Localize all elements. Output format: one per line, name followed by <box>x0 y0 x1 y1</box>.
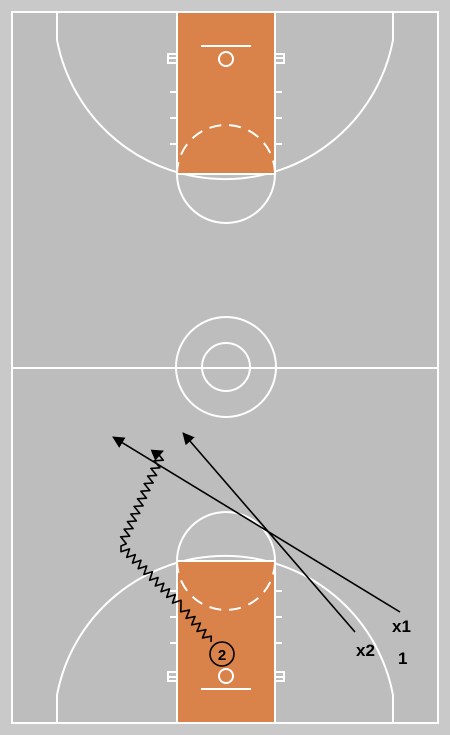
player-2-label: 2 <box>218 647 226 664</box>
player-2-ring <box>209 641 235 667</box>
player-1-label: 1 <box>398 649 407 668</box>
bottom-three-point-line <box>56 554 394 723</box>
top-half-court <box>56 11 394 224</box>
play-actions <box>112 432 401 643</box>
top-three-point-line <box>56 12 394 181</box>
x2-cut-arrow <box>182 432 356 633</box>
center-circle-inner <box>201 342 251 392</box>
dribble-path <box>119 449 213 643</box>
top-rim <box>218 51 234 67</box>
center-court <box>12 316 438 418</box>
top-free-throw-circle-dashed <box>176 124 276 175</box>
defender-x1-label: x1 <box>392 617 411 636</box>
defender-x2-label: x2 <box>356 641 375 660</box>
center-circle-outer <box>175 316 277 418</box>
player-2: 2 <box>209 641 235 667</box>
bottom-free-throw-circle-dashed <box>176 560 276 611</box>
x1-cut-arrow <box>112 436 401 613</box>
bottom-rim <box>218 668 234 684</box>
top-free-throw-circle <box>176 173 276 224</box>
top-paint <box>176 11 276 175</box>
bottom-free-throw-circle <box>176 511 276 562</box>
